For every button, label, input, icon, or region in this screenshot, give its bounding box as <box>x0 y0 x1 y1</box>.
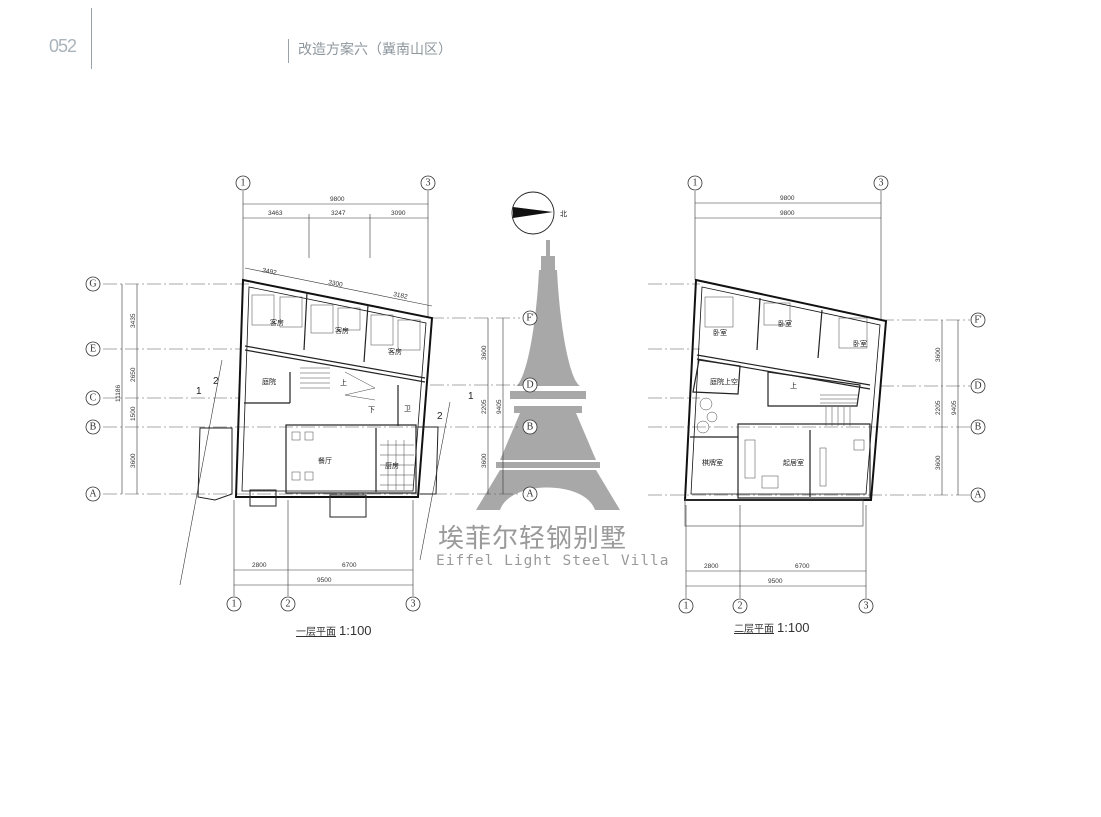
svg-text:D: D <box>974 381 981 392</box>
dim: 3600 <box>130 453 137 468</box>
dim: 1500 <box>130 406 137 421</box>
dim-total: 9500 <box>317 577 332 584</box>
svg-text:B: B <box>90 422 97 433</box>
svg-text:F': F' <box>526 313 534 324</box>
section-mark: 2 <box>437 411 443 422</box>
section-mark: 1 <box>468 391 474 402</box>
chapter-title: 改造方案六（冀南山区） <box>298 42 452 58</box>
room-label: 客房 <box>335 326 349 335</box>
room-label: 卫 <box>404 405 411 413</box>
dim: 3182 <box>393 291 409 301</box>
dim: 3600 <box>935 347 942 362</box>
svg-text:B: B <box>975 422 982 433</box>
second-floor-plan <box>648 191 970 598</box>
svg-text:2: 2 <box>738 601 743 612</box>
eiffel-tower-watermark <box>476 240 620 510</box>
room-label: 庭院 <box>262 377 276 386</box>
section-mark: 2 <box>213 376 219 387</box>
dim: 2800 <box>252 562 267 569</box>
svg-text:3: 3 <box>426 178 431 189</box>
room-label: 卧室 <box>778 319 792 328</box>
north-label: 北 <box>560 210 567 218</box>
svg-text:1: 1 <box>241 178 246 189</box>
second-floor-axis-bubbles: 1 3 1 2 3 F' D B A <box>678 175 986 614</box>
svg-text:3: 3 <box>864 601 869 612</box>
dim: 2205 <box>481 399 488 414</box>
dim: 2205 <box>935 400 942 415</box>
dim-total: 9405 <box>951 400 958 415</box>
room-label: 棋牌室 <box>702 458 723 467</box>
first-floor-room-labels: 客房 客房 客房 庭院 餐厅 厨房 卫 上 下 1 2 1 2 <box>196 318 474 470</box>
room-label: 卧室 <box>713 328 727 337</box>
dim: 6700 <box>342 562 357 569</box>
second-floor-dimensions: 9800 9800 3600 2205 3600 9405 2800 6700 … <box>704 195 958 585</box>
dim: 3463 <box>268 210 283 217</box>
stair-label: 下 <box>368 406 375 414</box>
room-label: 客房 <box>270 318 284 327</box>
dim: 3600 <box>935 455 942 470</box>
svg-text:3: 3 <box>411 599 416 610</box>
svg-text:1: 1 <box>693 178 698 189</box>
watermark-cn: 埃菲尔轻钢别墅 <box>438 524 628 554</box>
dim: 3435 <box>130 313 137 328</box>
header-divider <box>91 8 92 69</box>
svg-text:C: C <box>90 393 97 404</box>
dim-total: 11186 <box>115 385 122 402</box>
dim: 6700 <box>795 563 810 570</box>
dim: 3600 <box>481 453 488 468</box>
plan-scale: 1:100 <box>339 623 372 638</box>
svg-text:G: G <box>89 279 96 290</box>
plan-name: 二层平面 <box>734 624 774 635</box>
dim: 3600 <box>481 345 488 360</box>
plan-name: 一层平面 <box>296 627 336 638</box>
svg-text:2: 2 <box>286 599 291 610</box>
dim: 3090 <box>391 210 406 217</box>
dim: 2650 <box>130 367 137 382</box>
dim: 3300 <box>328 279 344 289</box>
second-floor-room-labels: 卧室 卧室 卧室 庭院上空 棋牌室 起居室 上 <box>702 319 867 467</box>
room-label: 卧室 <box>853 339 867 348</box>
svg-text:3: 3 <box>879 178 884 189</box>
first-floor-plan <box>103 191 520 596</box>
dim: 2800 <box>704 563 719 570</box>
svg-text:E: E <box>90 344 96 355</box>
svg-text:D: D <box>526 380 533 391</box>
first-floor-axis-bubbles: 1 3 1 2 3 G E C B A F' D B A <box>85 175 538 612</box>
dim: 3247 <box>331 210 346 217</box>
first-floor-dimensions: 9800 3463 3247 3090 3492 3300 3182 11186… <box>115 196 503 584</box>
page-number: 052 <box>49 36 77 56</box>
svg-text:1: 1 <box>232 599 237 610</box>
svg-text:A: A <box>89 489 97 500</box>
svg-text:B: B <box>527 422 534 433</box>
svg-text:F': F' <box>974 315 982 326</box>
north-compass: 北 <box>511 191 567 235</box>
section-mark: 1 <box>196 386 202 397</box>
room-label: 起居室 <box>783 458 804 467</box>
dim-total: 9405 <box>496 399 503 414</box>
dim-total: 9500 <box>768 578 783 585</box>
title-divider <box>288 39 289 63</box>
room-label: 餐厅 <box>318 456 332 465</box>
dim-total: 9800 <box>780 195 795 202</box>
dim: 3492 <box>262 267 278 277</box>
room-label: 庭院上空 <box>710 377 738 386</box>
stair-label: 上 <box>790 381 797 390</box>
dim: 9800 <box>780 210 795 217</box>
dim-total: 9800 <box>330 196 345 203</box>
room-label: 厨房 <box>385 461 399 470</box>
svg-text:1: 1 <box>684 601 689 612</box>
stair-label: 上 <box>340 378 347 387</box>
plan-scale: 1:100 <box>777 620 810 635</box>
svg-text:A: A <box>526 489 534 500</box>
watermark-en: Eiffel Light Steel Villa <box>436 553 670 569</box>
room-label: 客房 <box>388 347 402 356</box>
svg-text:A: A <box>974 490 982 501</box>
